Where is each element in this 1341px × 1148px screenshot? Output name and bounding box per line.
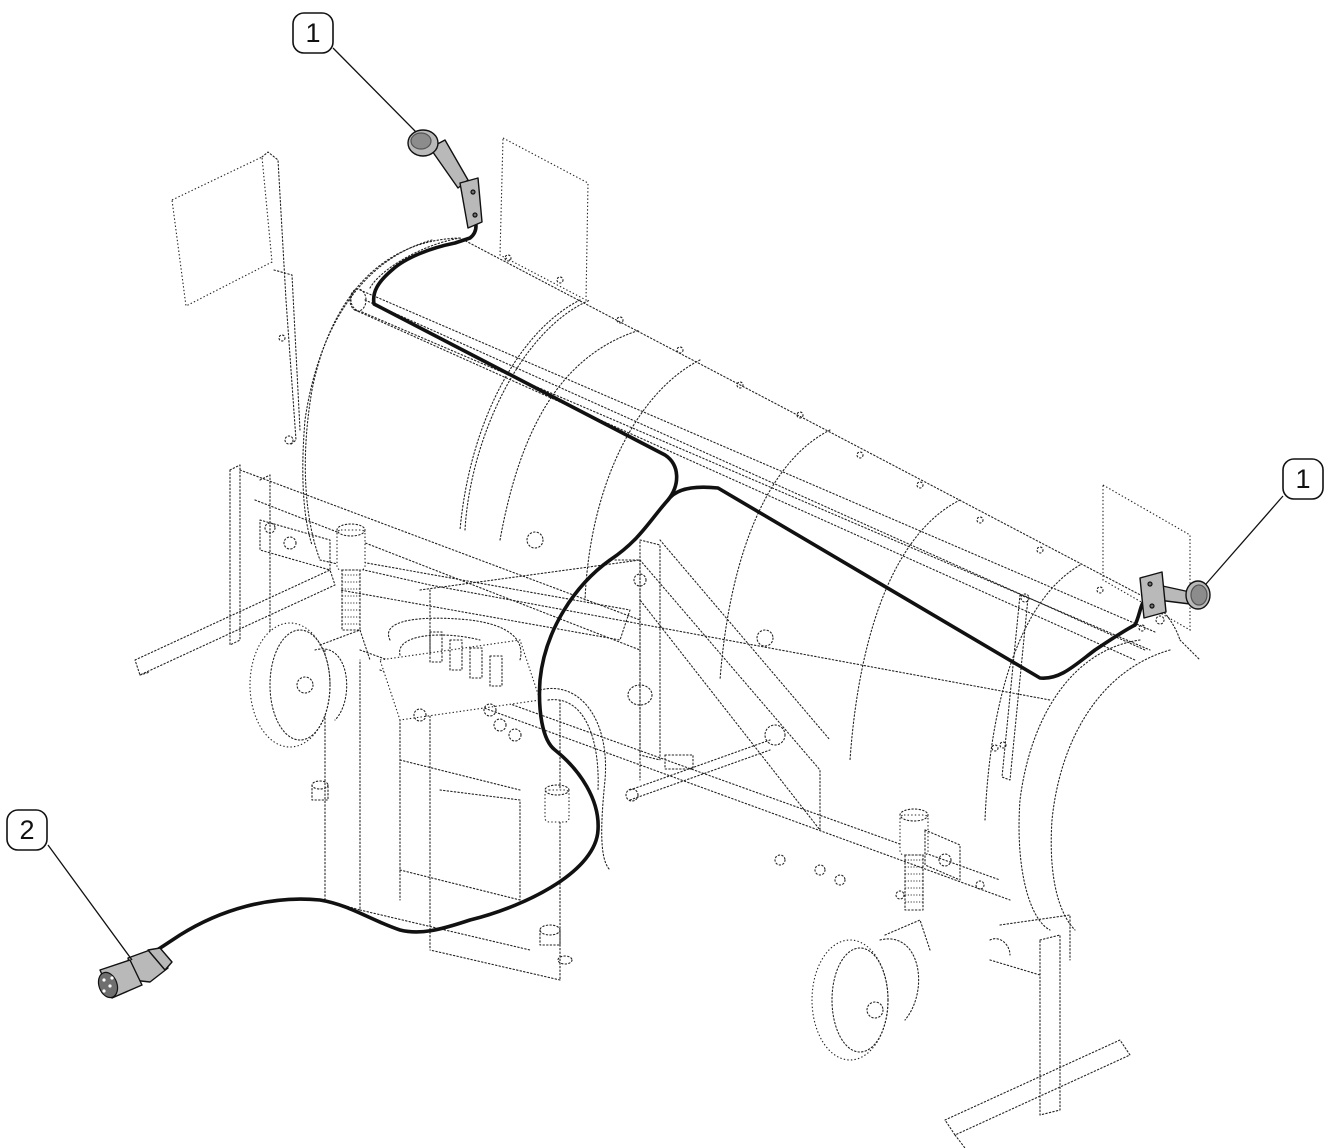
cable-icon	[143, 210, 679, 960]
trailer-plug	[97, 947, 173, 999]
callout-1-top: 1	[292, 12, 417, 133]
left-caster-wheel	[249, 622, 371, 748]
callout-1-right: 1	[1205, 458, 1324, 585]
callout-label: 1	[305, 18, 320, 48]
callout-2: 2	[6, 809, 133, 961]
frame-pins	[311, 573, 1165, 965]
left-jack	[259, 519, 366, 631]
plow-machine-outline	[134, 137, 1201, 1148]
moldboard	[302, 237, 1201, 931]
valve-block	[379, 617, 611, 871]
top-tube	[349, 288, 1156, 651]
marker-light-left	[407, 129, 483, 229]
right-jack	[899, 808, 961, 911]
pivot-cylinder	[544, 739, 771, 823]
center-flag	[499, 137, 589, 301]
wiring-harness	[143, 210, 1147, 960]
callout-label: 2	[19, 815, 34, 845]
right-caster-wheel	[811, 919, 931, 1061]
right-post	[991, 593, 1030, 781]
callout-label: 1	[1295, 464, 1310, 494]
left-flag	[171, 151, 301, 446]
marker-light-right	[1139, 571, 1211, 619]
right-skid	[944, 914, 1131, 1148]
